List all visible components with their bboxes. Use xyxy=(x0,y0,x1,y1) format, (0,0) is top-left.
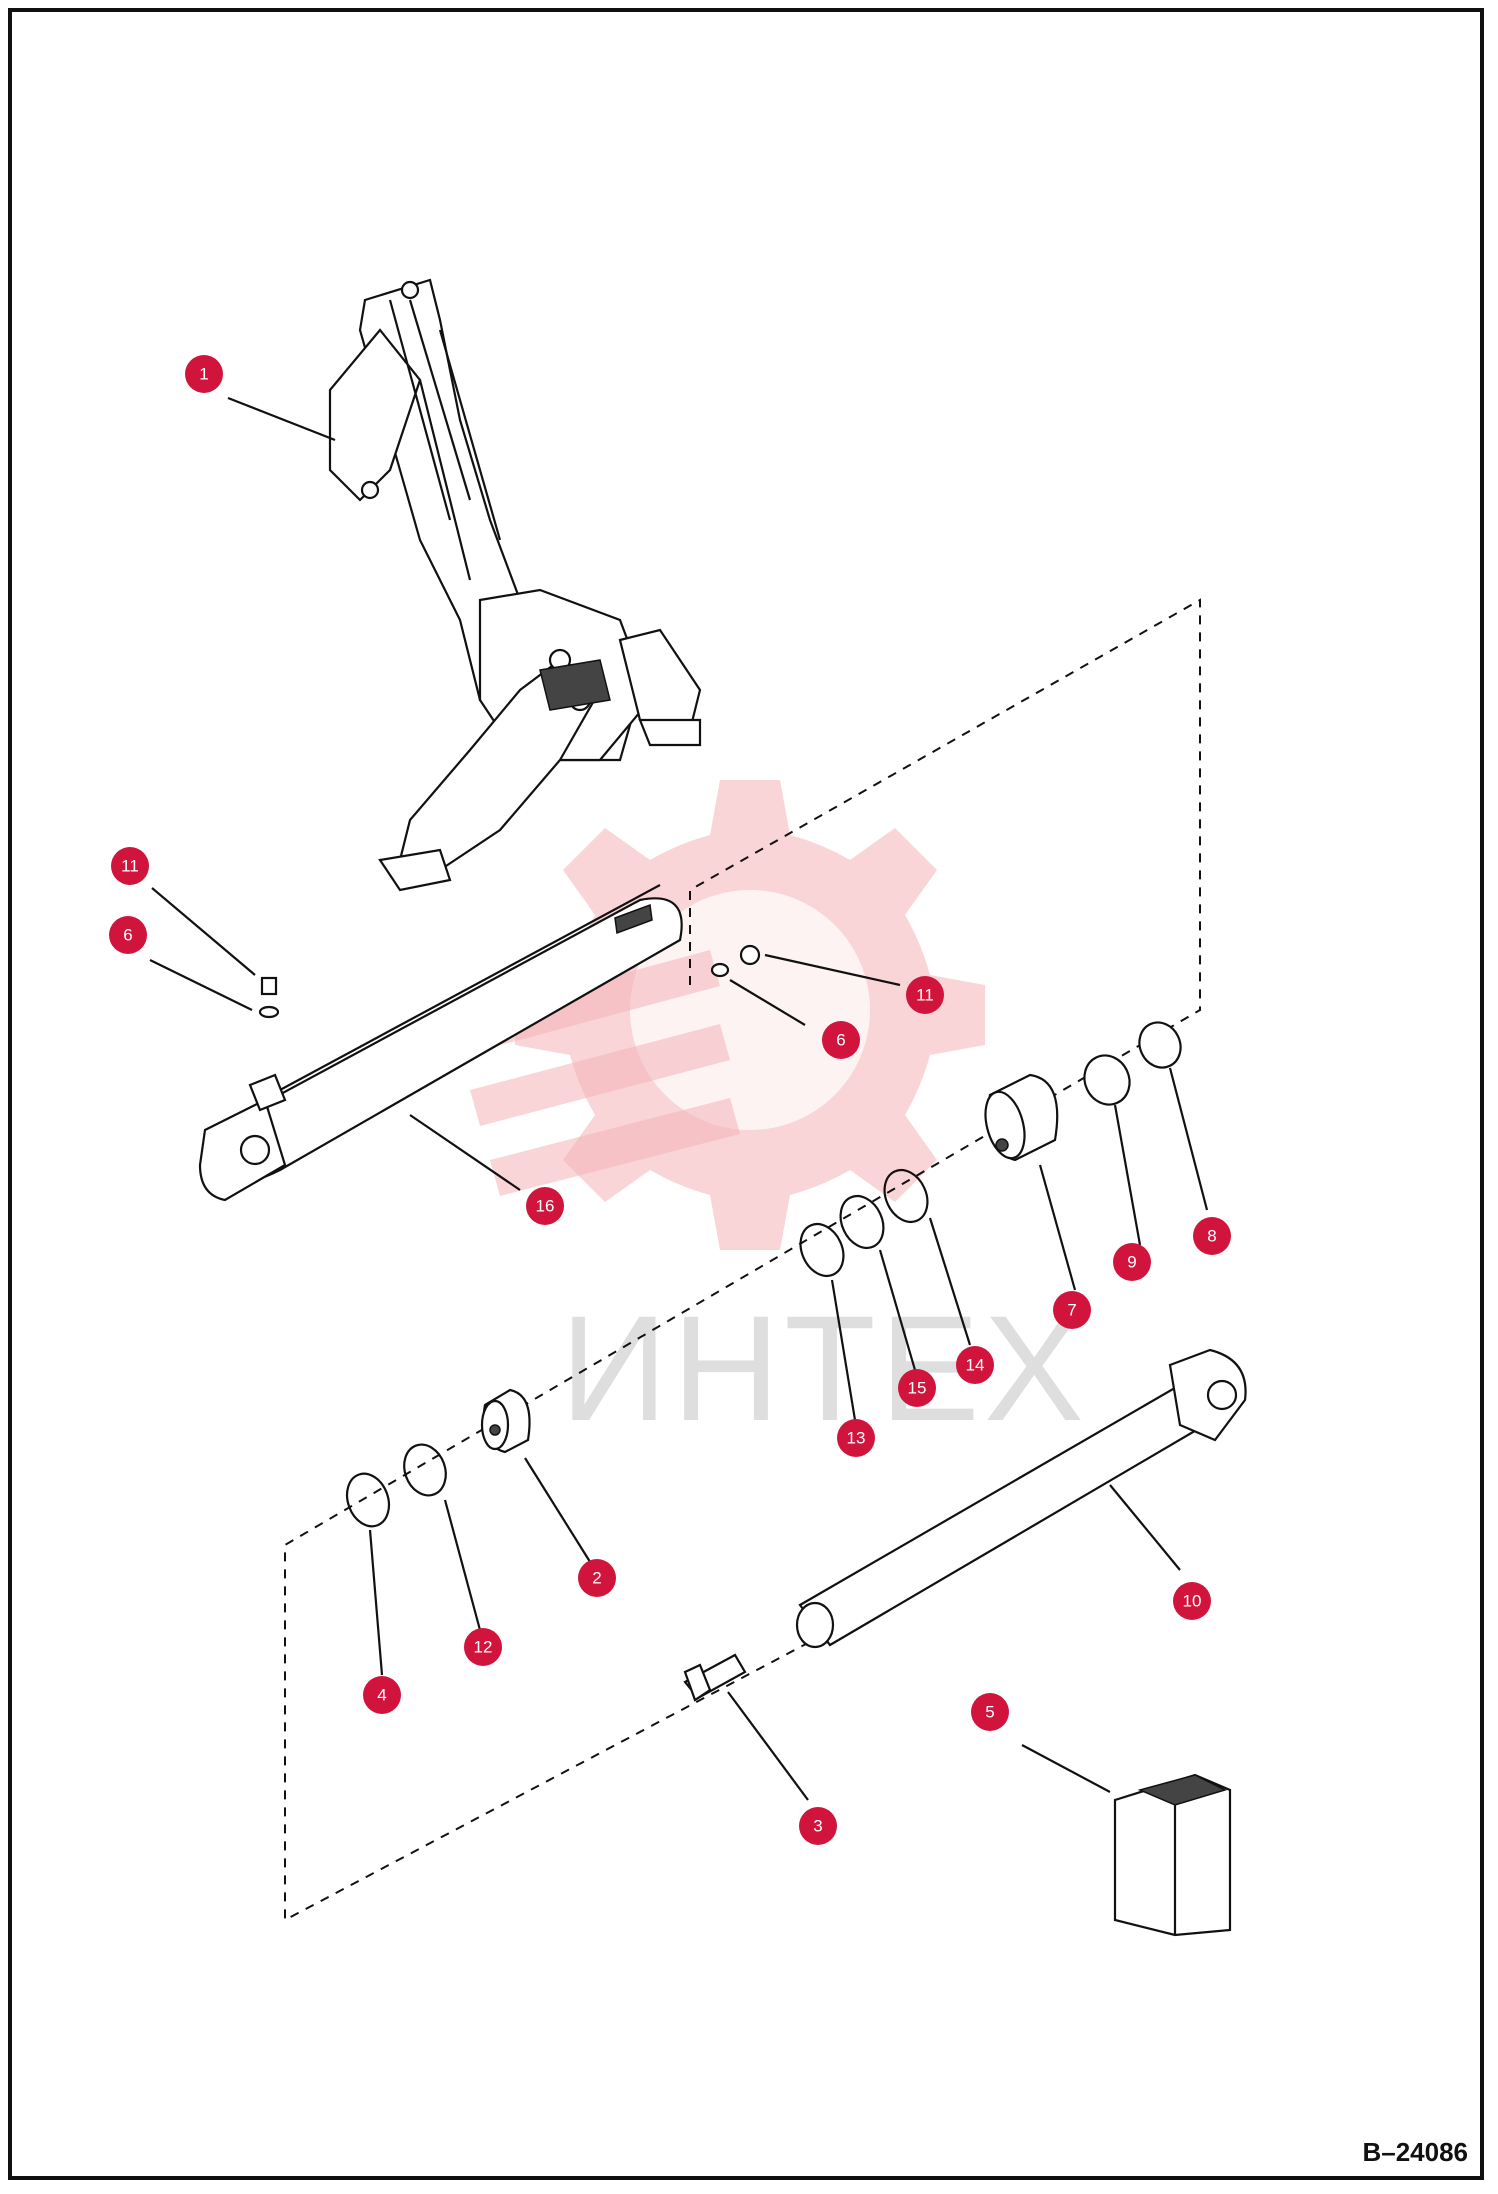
callout-5-label: 5 xyxy=(985,1703,994,1722)
fitting-11-left-drawing xyxy=(258,976,280,1019)
callout-14: 14 xyxy=(956,1346,994,1384)
callout-12: 12 xyxy=(464,1628,502,1666)
callout-15: 15 xyxy=(898,1369,936,1407)
callout-15-label: 15 xyxy=(908,1379,927,1398)
seal-kit-5-drawing xyxy=(1113,1773,1232,1937)
callout-2-label: 2 xyxy=(592,1569,601,1588)
callout-14-label: 14 xyxy=(966,1356,985,1375)
callout-5: 5 xyxy=(971,1693,1009,1731)
o-rings-13-15-14-drawing xyxy=(799,1169,929,1277)
callout-13: 13 xyxy=(837,1419,875,1457)
callout-10-label: 10 xyxy=(1183,1592,1202,1611)
callout-4-label: 4 xyxy=(377,1686,386,1705)
callout-11-right-label: 11 xyxy=(916,986,934,1005)
callout-8-label: 8 xyxy=(1207,1227,1216,1246)
callout-6-right-label: 6 xyxy=(836,1031,845,1050)
callout-11-left-label: 11 xyxy=(121,857,139,876)
callout-11-left: 11 xyxy=(111,847,149,885)
callout-4: 4 xyxy=(363,1676,401,1714)
callout-3: 3 xyxy=(799,1807,837,1845)
callout-1: 1 xyxy=(185,355,223,393)
callout-6-right: 6 xyxy=(822,1021,860,1059)
backhoe-assembly-drawing xyxy=(328,278,702,892)
callout-7-label: 7 xyxy=(1067,1301,1076,1320)
piston-7-drawing xyxy=(984,1073,1059,1162)
leader-lines xyxy=(149,396,1209,1801)
callout-6-left: 6 xyxy=(109,916,147,954)
callout-8: 8 xyxy=(1193,1217,1231,1255)
callout-9: 9 xyxy=(1113,1243,1151,1281)
callout-3-label: 3 xyxy=(813,1817,822,1836)
fitting-11-right-drawing xyxy=(710,944,761,978)
gland-2-drawing xyxy=(480,1388,531,1454)
callout-16-label: 16 xyxy=(536,1197,555,1216)
callout-12-label: 12 xyxy=(474,1638,493,1657)
callout-1-label: 1 xyxy=(199,365,208,384)
callout-16: 16 xyxy=(526,1187,564,1225)
callout-7: 7 xyxy=(1053,1291,1091,1329)
page-border xyxy=(8,8,1484,2180)
rings-12-4-drawing xyxy=(345,1443,447,1528)
bolt-3-drawing xyxy=(683,1653,747,1702)
cylinder-barrel-drawing xyxy=(198,884,683,1202)
callout-13-label: 13 xyxy=(847,1429,866,1448)
callout-6-left-label: 6 xyxy=(123,926,132,945)
assembly-dashed-lines xyxy=(284,598,1201,1922)
rod-10-drawing xyxy=(795,1348,1247,1649)
watermark-text: ИНТЕХ xyxy=(560,1284,1088,1452)
callout-11-right: 11 xyxy=(906,976,944,1014)
callout-2: 2 xyxy=(578,1559,616,1597)
seal-rings-8-9-drawing xyxy=(1083,1021,1182,1106)
callout-9-label: 9 xyxy=(1127,1253,1136,1272)
figure-code: B–24086 xyxy=(1362,2137,1468,2167)
callout-10: 10 xyxy=(1173,1582,1211,1620)
